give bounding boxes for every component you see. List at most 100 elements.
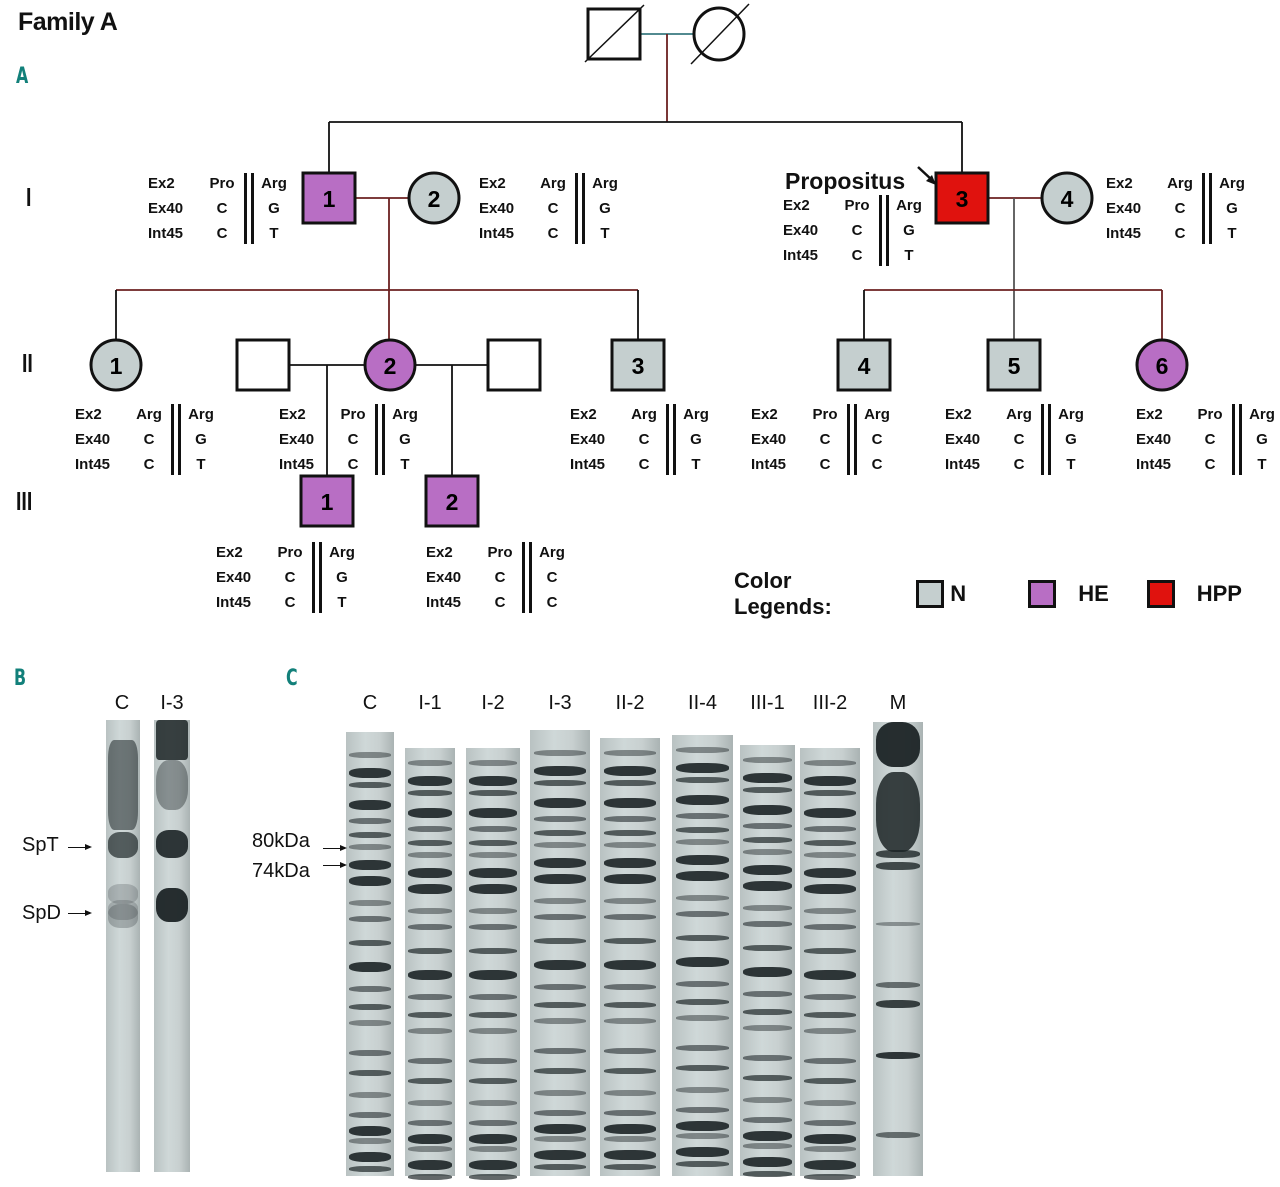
gel-band: [533, 984, 587, 990]
allele-1: C: [494, 594, 506, 611]
allele-1: C: [1204, 456, 1216, 473]
allele-1: Pro: [277, 544, 303, 561]
gel-band: [743, 1055, 792, 1061]
allele-2: Arg: [392, 406, 418, 423]
panel-c-lane-label: I-3: [548, 692, 572, 714]
gel-band: [803, 884, 857, 894]
pedigree-node-i-3: 3: [934, 171, 990, 225]
pedigree-node-i-2: 2: [407, 171, 461, 225]
panel-c-lane-label: M: [889, 692, 907, 714]
gel-band: [675, 1065, 730, 1071]
gel-band: [876, 1052, 920, 1059]
allele-1: C: [638, 431, 650, 448]
allele-2: Arg: [188, 406, 214, 423]
gel-band: [408, 840, 452, 846]
haplotype-separator: [1202, 173, 1212, 244]
gel-band: [533, 750, 587, 756]
gel-band: [469, 970, 517, 980]
gel-band: [743, 1117, 792, 1123]
propositus-arrow-icon: [917, 166, 936, 185]
gel-band: [603, 1002, 657, 1008]
gel-band: [469, 1160, 517, 1170]
gel-band: [533, 1018, 587, 1024]
panel-c-lane: [405, 748, 455, 1180]
gel-band: [743, 823, 792, 829]
female-symbol: [407, 171, 461, 225]
gel-band: [469, 994, 517, 1000]
node-number: 4: [858, 353, 871, 379]
allele-2: C: [871, 456, 883, 473]
gel-band: [603, 1048, 657, 1054]
genotype-row: Int45 C C: [751, 452, 895, 477]
allele-1: C: [284, 569, 296, 586]
gel-band: [533, 1090, 587, 1096]
gel-band: [675, 1147, 730, 1157]
gel-band: [408, 1174, 452, 1180]
locus-label: Ex40: [148, 200, 184, 217]
panel-c-label: C: [286, 666, 298, 691]
locus-label: Ex40: [426, 569, 462, 586]
gel-band: [348, 800, 392, 810]
allele-1: C: [1013, 431, 1025, 448]
panel-c-lane-label: I-2: [481, 692, 505, 714]
gel-band: [469, 852, 517, 858]
gel-band: [408, 908, 452, 914]
legend-swatch-he: [1028, 580, 1057, 608]
locus-label: Ex40: [783, 222, 819, 239]
locus-label: Ex2: [570, 406, 597, 423]
gel-band: [348, 1004, 392, 1010]
locus-label: Ex2: [426, 544, 453, 561]
locus-label: Int45: [751, 456, 787, 473]
allele-1: Pro: [1197, 406, 1223, 423]
gel-band: [803, 826, 857, 832]
gel-band: [348, 844, 392, 850]
allele-2: Arg: [864, 406, 890, 423]
allele-1: C: [216, 200, 228, 217]
allele-1: C: [347, 431, 359, 448]
allele-1: C: [216, 225, 228, 242]
gel-band: [408, 776, 452, 786]
allele-2: Arg: [1219, 175, 1245, 192]
locus-label: Int45: [945, 456, 981, 473]
locus-label: Ex2: [945, 406, 972, 423]
gel-band: [803, 948, 857, 954]
gel-band: [675, 1107, 730, 1113]
gel-band: [603, 938, 657, 944]
gel-band: [675, 871, 730, 881]
allele-1: C: [1174, 200, 1186, 217]
locus-label: Ex40: [945, 431, 981, 448]
panel-b-label: B: [14, 666, 27, 691]
allele-2: C: [546, 594, 558, 611]
allele-1: C: [819, 456, 831, 473]
panel-b-lane-c: [106, 720, 140, 1172]
allele-2: T: [337, 594, 347, 611]
gel-band: [348, 962, 392, 972]
gel-band: [348, 832, 392, 838]
gel-band: [469, 1174, 517, 1180]
gel-band: [876, 862, 920, 870]
allele-1: C: [284, 594, 296, 611]
gel-band: [675, 855, 730, 865]
gel-band: [743, 805, 792, 815]
gel-band: [533, 816, 587, 822]
gel-band: [533, 1150, 587, 1160]
gel-band: [675, 1045, 730, 1051]
gel-band: [469, 1078, 517, 1084]
gel-band: [408, 924, 452, 930]
gel-band: [603, 1090, 657, 1096]
panel-c-lane: [672, 735, 733, 1176]
marker-arrow-80kda: [323, 844, 347, 851]
allele-2: Arg: [261, 175, 287, 192]
locus-label: Ex2: [75, 406, 102, 423]
node-number: 1: [323, 186, 336, 212]
